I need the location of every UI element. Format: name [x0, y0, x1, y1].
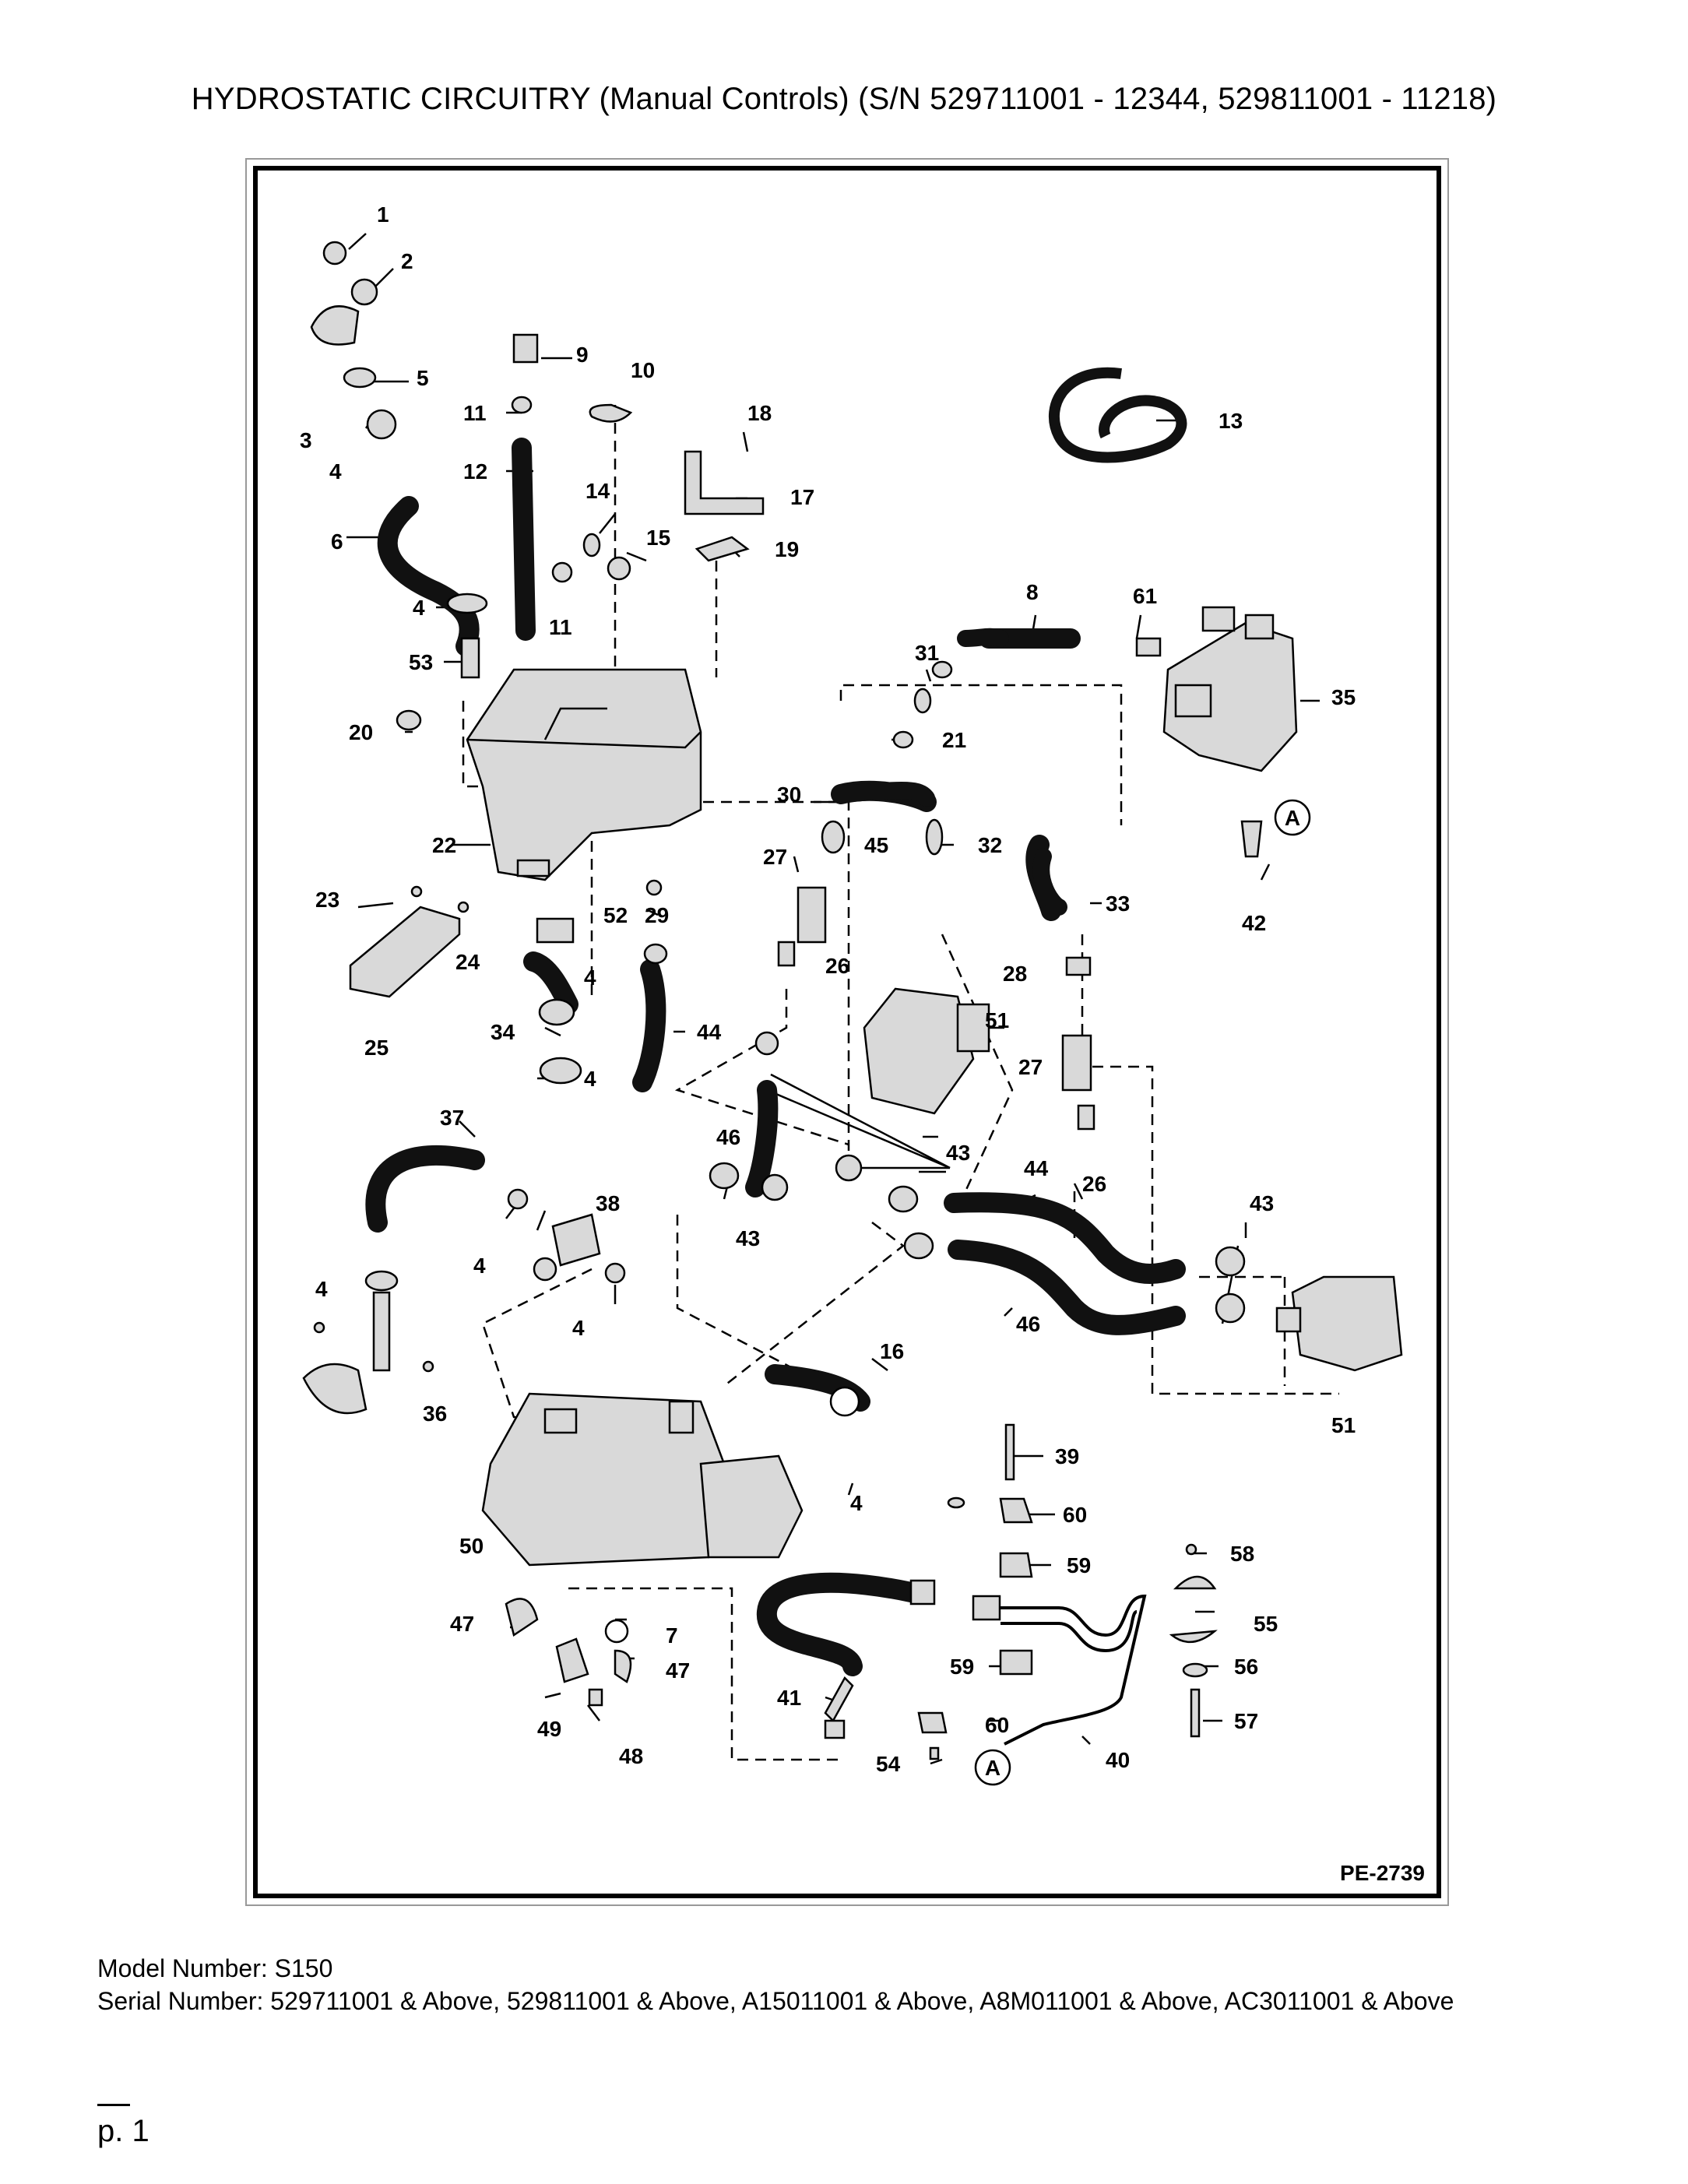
callout-label: 53 [409, 650, 433, 674]
metal-tube [1000, 1594, 1147, 1746]
callout-label: 52 [603, 903, 628, 927]
callout-label: 47 [666, 1658, 690, 1683]
callout-label: 14 [586, 479, 610, 503]
callout-label: 46 [1016, 1312, 1040, 1336]
callout-label: 6 [331, 529, 343, 554]
callout-label: 43 [1250, 1191, 1274, 1215]
hoses-secondary [832, 628, 1067, 916]
callout-label: 11 [549, 615, 572, 639]
page-rule [97, 2104, 130, 2106]
callout-label: 56 [1234, 1655, 1258, 1679]
callout-label: 5 [417, 366, 429, 390]
callout-label: 46 [716, 1125, 740, 1149]
callout-label: 28 [1003, 962, 1027, 986]
callout-label: 59 [950, 1655, 974, 1679]
callout-label: 4 [315, 1277, 328, 1301]
diagram-frame-outer [245, 158, 1449, 1906]
callout-label: 54 [876, 1752, 901, 1776]
callout-label: 23 [315, 888, 339, 912]
callout-label: 11 [463, 401, 487, 425]
callout-label: 27 [763, 845, 787, 869]
callout-label: 51 [1331, 1413, 1356, 1437]
callout-label: 26 [825, 954, 849, 978]
callout-label: 12 [463, 459, 487, 484]
page-number: p. 1 [97, 2114, 149, 2148]
callout-label: 55 [1254, 1612, 1278, 1636]
callout-label: 31 [915, 641, 939, 665]
callout-label: 7 [666, 1623, 678, 1648]
callout-label: 3 [300, 428, 312, 452]
callout-label: 22 [432, 833, 456, 857]
callout-label: 2 [401, 249, 413, 273]
page-title: HYDROSTATIC CIRCUITRY (Manual Controls) … [191, 82, 1497, 116]
parts [302, 241, 1403, 1786]
callout-label: 45 [864, 833, 888, 857]
callout-label: 57 [1234, 1709, 1258, 1733]
callout-label: 36 [423, 1401, 447, 1426]
callout-label: 4 [413, 596, 425, 620]
connection-marker-a: A [985, 1756, 1000, 1780]
callout-label: 33 [1106, 892, 1130, 916]
callout-label: 13 [1219, 409, 1243, 433]
callout-label: 48 [619, 1744, 643, 1768]
callout-label: 20 [349, 720, 373, 744]
callout-label: 44 [697, 1020, 722, 1044]
callout-label: 37 [440, 1106, 464, 1130]
callout-label: 4 [850, 1491, 863, 1515]
callout-label: 38 [596, 1191, 620, 1215]
callout-label: 50 [459, 1534, 484, 1558]
callout-label: 26 [1082, 1172, 1106, 1196]
callout-label: 44 [1024, 1156, 1049, 1180]
model-number: Model Number: S150 [97, 1954, 333, 1982]
callout-label: 59 [1067, 1553, 1091, 1577]
callout-label: 24 [455, 950, 480, 974]
callout-label: 4 [329, 459, 342, 484]
callout-label: 9 [576, 343, 589, 367]
callout-label: 27 [1018, 1055, 1043, 1079]
callout-label: 41 [777, 1686, 801, 1710]
callout-label: 4 [473, 1254, 486, 1278]
callout-label: 19 [775, 537, 799, 561]
connection-marker-a: A [1285, 806, 1300, 830]
coiled-hose [1048, 367, 1187, 463]
callout-labels: 1 2 3 4 5 6 4 53 20 22 23 24 25 9 10 11 … [300, 202, 1356, 1776]
hoses [365, 438, 1186, 1676]
callout-label: 43 [736, 1226, 760, 1250]
callout-label: 15 [646, 526, 670, 550]
callout-label: 42 [1242, 911, 1266, 935]
callout-label: 51 [985, 1008, 1009, 1032]
callout-label: 29 [645, 903, 669, 927]
callout-label: 47 [450, 1612, 474, 1636]
callout-label: 8 [1026, 580, 1039, 604]
callout-label: 34 [491, 1020, 515, 1044]
callout-label: 21 [942, 728, 966, 752]
callout-label: 18 [747, 401, 772, 425]
callout-label: 43 [946, 1141, 970, 1165]
callout-label: 17 [790, 485, 814, 509]
drawing-reference-code: PE-2739 [1340, 1861, 1425, 1885]
callout-label: 25 [364, 1036, 389, 1060]
callout-label: 61 [1133, 584, 1157, 608]
callout-label: 39 [1055, 1444, 1079, 1468]
callout-label: 10 [631, 358, 655, 382]
callout-label: 60 [985, 1713, 1009, 1737]
callout-label: 4 [584, 965, 596, 990]
callout-label: 4 [584, 1067, 596, 1091]
callout-label: 49 [537, 1717, 561, 1741]
callout-label: 32 [978, 833, 1002, 857]
callout-label: 40 [1106, 1748, 1130, 1772]
callout-label: 16 [880, 1339, 904, 1363]
callout-label: 30 [777, 783, 801, 807]
callout-label: 4 [572, 1316, 585, 1340]
callout-label: 60 [1063, 1503, 1087, 1527]
callout-leaders [346, 233, 1320, 1765]
callout-label: 1 [377, 202, 389, 227]
callout-label: 35 [1331, 685, 1356, 709]
callout-label: 58 [1230, 1542, 1254, 1566]
serial-number: Serial Number: 529711001 & Above, 529811… [97, 1987, 1454, 2015]
diagram-frame [253, 166, 1441, 1898]
